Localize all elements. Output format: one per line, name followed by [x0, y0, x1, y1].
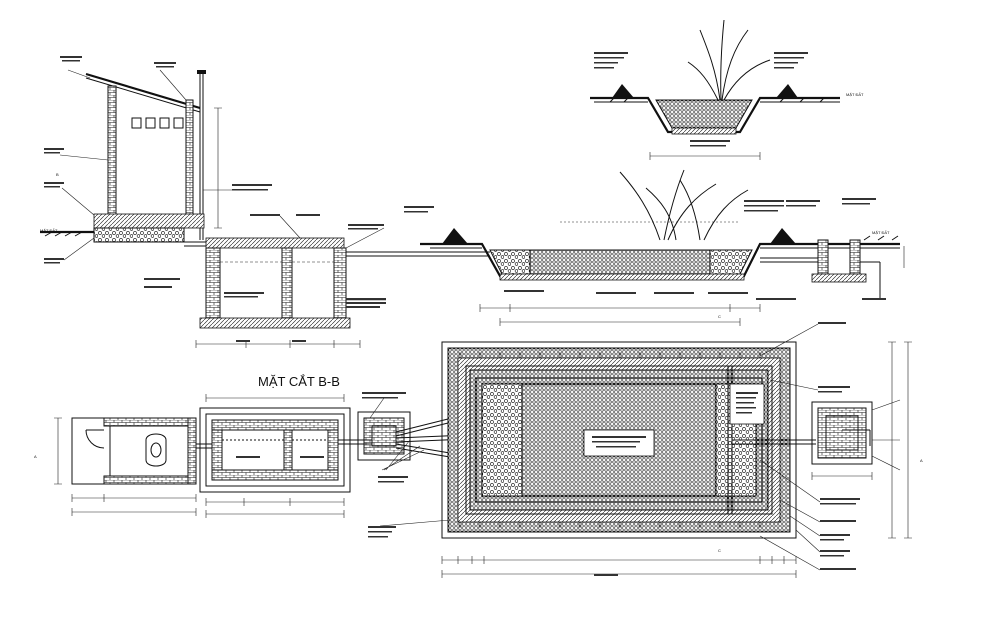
latrine-section: MẶT ĐẤT B: [40, 56, 272, 264]
latrine-plan: A: [34, 417, 197, 516]
ground-label-left: MẶT ĐẤT: [40, 228, 58, 233]
marker-c-bottom: C: [718, 548, 721, 553]
outlet-box-plan: A: [811, 399, 923, 480]
marker-a-left: A: [34, 454, 37, 459]
marker-c-top: C: [718, 314, 721, 319]
wetland-long-section: MẶT ĐẤT C: [404, 169, 905, 326]
section-title-group: MẶT CẮT B-B: [258, 374, 340, 389]
section-title: MẶT CẮT B-B: [258, 374, 340, 389]
wetland-plan: C: [441, 341, 912, 578]
plan-annotation-labels: [368, 322, 860, 571]
ground-label-top: MẶT ĐẤT: [846, 92, 864, 97]
wetland-cross-section: MẶT ĐẤT: [590, 19, 864, 160]
septic-tank-section: [144, 214, 490, 348]
septic-tank-plan: [196, 394, 351, 518]
marker-b: B: [56, 172, 59, 177]
marker-a-right: A: [920, 458, 923, 463]
ground-label-right: MẶT ĐẤT: [872, 230, 890, 235]
